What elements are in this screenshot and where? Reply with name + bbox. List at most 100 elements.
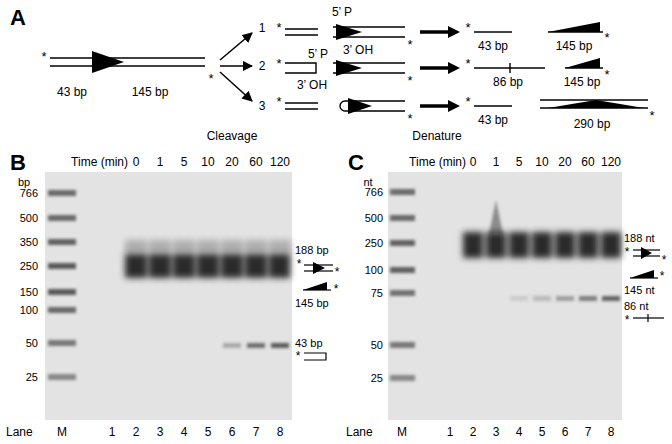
- gel-image: [532, 232, 552, 258]
- gel-image: [390, 375, 415, 381]
- dna-substrate: [50, 57, 205, 58]
- lane-number: 8: [277, 426, 284, 438]
- gel-image: [221, 240, 243, 254]
- label-asterisk: *: [276, 95, 281, 108]
- panel-letter: C: [348, 152, 364, 174]
- gel-image: [48, 215, 76, 221]
- label-asterisk: *: [407, 74, 412, 87]
- label-asterisk: *: [625, 314, 630, 326]
- label-asterisk: *: [335, 266, 340, 278]
- gel-image: [48, 307, 76, 313]
- denatured-strand: [474, 31, 512, 32]
- cleavage-product: [285, 63, 316, 73]
- marker-size: 75: [371, 288, 383, 299]
- gel-image: [223, 343, 241, 348]
- denature-arrow: [448, 100, 460, 112]
- size-label: 86 bp: [493, 76, 523, 88]
- denature-arrow: [420, 66, 450, 70]
- gel-image: [579, 296, 597, 301]
- gel-image: [48, 289, 76, 295]
- band-label: 188 nt: [624, 233, 655, 244]
- label-asterisk: *: [41, 50, 46, 63]
- time-value: 20: [225, 156, 238, 168]
- gel-image: [221, 254, 243, 278]
- time-value: 0: [470, 156, 477, 168]
- gel-image: [45, 172, 292, 420]
- denature-arrow: [448, 26, 460, 38]
- denatured-strand: [548, 100, 644, 108]
- gel-image: [48, 190, 76, 380]
- marker-size: 250: [20, 261, 38, 272]
- lane-number: 6: [229, 426, 236, 438]
- gel-image: [269, 254, 290, 278]
- gel-image: [388, 172, 622, 420]
- gel-image: [149, 240, 171, 254]
- gel-image: [463, 232, 621, 258]
- gel-image: [533, 296, 551, 301]
- denature-arrow: [420, 104, 450, 108]
- time-value: 120: [270, 156, 290, 168]
- panel-letter: A: [10, 7, 26, 29]
- dna-substrate: [92, 51, 124, 73]
- gel-image: [390, 290, 415, 296]
- cleavage-arrow: [220, 33, 252, 101]
- size-label: 43 bp: [478, 40, 508, 52]
- label-asterisk: *: [276, 21, 281, 34]
- denature-arrow: [420, 26, 460, 112]
- band-label: 188 bp: [295, 245, 329, 256]
- label-asterisk: *: [604, 68, 609, 81]
- lane-number: 6: [562, 426, 569, 438]
- gel-image: [48, 239, 76, 245]
- marker-size: 50: [371, 340, 383, 351]
- gel-image: [48, 374, 76, 380]
- marker-size: 500: [20, 213, 38, 224]
- gel-image: [197, 254, 219, 278]
- gel-image: [390, 240, 415, 246]
- pathway-number: 3: [259, 100, 266, 112]
- gel-image: [510, 296, 528, 301]
- cleavage-arrow: [220, 72, 252, 101]
- label-asterisk: *: [407, 112, 412, 125]
- label-asterisk: *: [649, 109, 654, 122]
- cleavage-product: [285, 34, 318, 35]
- pathway-number: 2: [259, 60, 266, 72]
- cleavage-product: [285, 24, 405, 114]
- gel-image: [245, 240, 267, 254]
- lane-number: 5: [205, 426, 212, 438]
- lane-number: 1: [447, 426, 454, 438]
- end-label: 5’ P: [332, 6, 352, 18]
- cleavage-product: [336, 60, 362, 76]
- label-asterisk: *: [465, 21, 470, 34]
- band-icon: [630, 270, 654, 278]
- gel-image: [125, 254, 147, 278]
- gel-image: [578, 232, 598, 258]
- marker-size: 500: [365, 213, 383, 224]
- time-value: 10: [201, 156, 214, 168]
- lane-number: 2: [133, 426, 140, 438]
- gel-image: [556, 296, 574, 301]
- lane-number: 5: [539, 426, 546, 438]
- denature-arrow: [420, 30, 450, 34]
- lane-number: 4: [181, 426, 188, 438]
- gel-image: [509, 232, 529, 258]
- label-asterisk: *: [296, 350, 301, 362]
- dna-substrate: [50, 51, 205, 73]
- cleavage-arrow: [220, 33, 252, 60]
- dna-substrate: [50, 65, 205, 66]
- marker-size: 150: [20, 287, 38, 298]
- denatured-strand: [474, 105, 512, 106]
- axis-title: Lane: [6, 426, 33, 438]
- gel-image: [601, 232, 621, 258]
- lane-number: 4: [516, 426, 523, 438]
- gel-image: [223, 343, 289, 348]
- size-label: 145 bp: [556, 40, 593, 52]
- gel-image: [390, 215, 415, 221]
- gel-image: [48, 340, 76, 346]
- gel-image: [269, 240, 291, 254]
- band-icon: [641, 247, 652, 259]
- label-asterisk: *: [407, 38, 412, 51]
- cleavage-product: [336, 24, 362, 40]
- gel-image: [555, 232, 575, 258]
- label-asterisk: *: [660, 270, 665, 282]
